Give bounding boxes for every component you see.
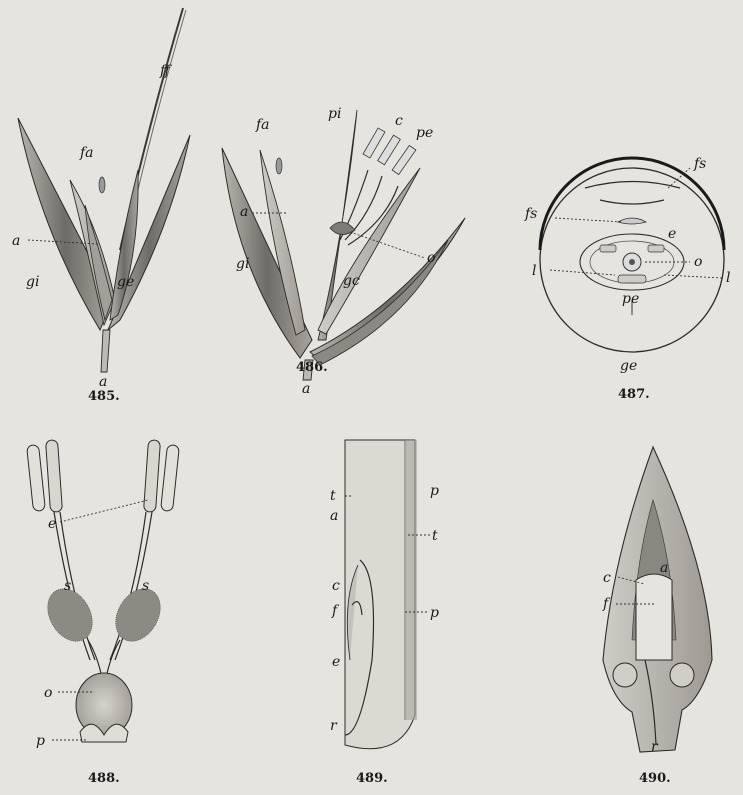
label-487-e: e	[668, 226, 676, 242]
label-485-a-bottom: a	[99, 374, 107, 390]
label-487-l-left: l	[532, 263, 536, 279]
label-489-e: e	[332, 654, 340, 670]
label-486-a-bottom: a	[302, 381, 310, 397]
label-489-t-right: t	[432, 528, 438, 544]
label-487-ge: ge	[620, 358, 637, 374]
label-488-o: o	[44, 685, 52, 701]
label-488-p: p	[36, 733, 45, 749]
label-487-pe: pe	[622, 291, 639, 307]
label-486-c: c	[395, 113, 403, 129]
label-488-s-left: s	[64, 578, 71, 594]
label-486-pi: pi	[328, 106, 341, 122]
label-489-a: a	[330, 508, 338, 524]
label-487-fs-top: fs	[693, 156, 706, 172]
label-486-gi: gi	[236, 256, 249, 272]
label-490-a: a	[660, 560, 668, 576]
label-488-s-right: s	[142, 578, 149, 594]
label-485-ge: ge	[117, 274, 134, 290]
figure-number-488: 488.	[88, 771, 120, 786]
label-486-pe: pe	[416, 125, 433, 141]
figure-number-486: 486.	[296, 360, 328, 375]
label-488-e: e	[48, 516, 56, 532]
label-486-fa: fa	[255, 117, 270, 133]
label-486-a: a	[240, 204, 248, 220]
label-489-c: c	[332, 578, 340, 594]
label-487-fs-left: fs	[524, 206, 537, 222]
label-487-l-right: l	[726, 270, 730, 286]
label-490-c: c	[603, 570, 611, 586]
figure-number-489: 489.	[356, 771, 388, 786]
figure-number-490: 490.	[639, 771, 671, 786]
figure-number-485: 485.	[88, 389, 120, 404]
figure-number-487: 487.	[618, 387, 650, 402]
label-485-a: a	[12, 233, 20, 249]
label-489-p-top: p	[430, 483, 439, 499]
label-489-t-left: t	[330, 488, 336, 504]
label-486-o: o	[427, 250, 435, 266]
label-489-p-bottom: p	[430, 605, 439, 621]
label-485-gi: gi	[26, 274, 39, 290]
label-487-o: o	[694, 254, 702, 270]
label-486-gc: gc	[343, 273, 360, 289]
label-485-fa: fa	[79, 145, 94, 161]
